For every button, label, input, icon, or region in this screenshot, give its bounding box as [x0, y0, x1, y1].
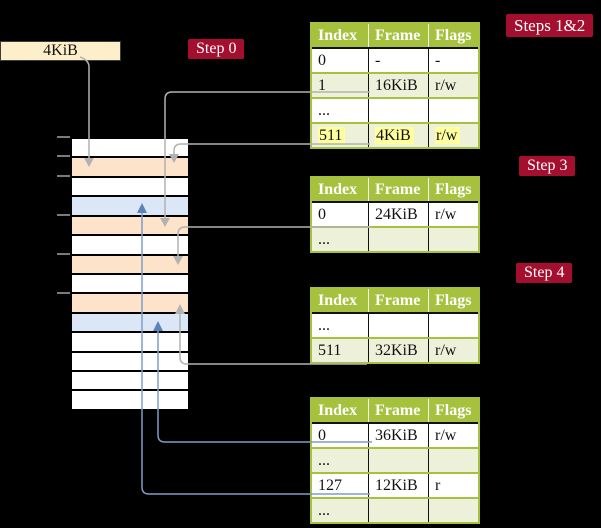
memory-frame-row — [72, 139, 188, 157]
cell-frame: 36KiB — [368, 424, 428, 447]
cell-frame: - — [368, 49, 428, 72]
memory-frame-row — [72, 175, 188, 196]
memory-frame-row — [72, 214, 188, 235]
cell-frame — [368, 449, 428, 472]
memory-tick — [57, 155, 70, 157]
page-table-level4: Index Frame Flags 0 36KiB r/w ... 127 12… — [310, 397, 480, 524]
memory-tick — [57, 136, 70, 138]
cell-frame: 32KiB — [368, 339, 428, 362]
cell-frame — [368, 99, 428, 122]
column-header-flags: Flags — [428, 24, 478, 47]
memory-frame-row — [72, 331, 188, 351]
cell-index: ... — [318, 452, 330, 469]
table-row: 0 - - — [312, 49, 478, 72]
badge-step-4: Step 4 — [516, 263, 573, 283]
table-row: 0 36KiB r/w — [312, 424, 478, 447]
highlight-mark: r/w — [435, 127, 461, 144]
frame-size-label: 4KiB — [0, 41, 121, 61]
table-header-row: Index Frame Flags — [312, 289, 478, 314]
table-row: ... — [312, 314, 478, 337]
page-table-level1: Index Frame Flags 0 - - 1 16KiB r/w ... … — [310, 22, 480, 149]
cell-index: 0 — [318, 206, 326, 223]
cell-flags: r/w — [428, 339, 478, 362]
cell-frame — [368, 499, 428, 522]
column-header-frame: Frame — [368, 24, 428, 47]
highlight-mark: 4KiB — [375, 127, 414, 144]
badge-step-3: Step 3 — [519, 156, 576, 176]
cell-frame: 24KiB — [368, 203, 428, 226]
table-header-row: Index Frame Flags — [312, 399, 478, 424]
page-table-level3: Index Frame Flags ... 511 32KiB r/w — [310, 287, 480, 364]
cell-index: 127 — [318, 477, 342, 494]
memory-frame-row — [72, 292, 188, 312]
column-header-flags: Flags — [428, 178, 478, 201]
cell-frame: 4KiB — [368, 124, 428, 147]
cell-flags — [428, 449, 478, 472]
memory-frame-row — [72, 156, 188, 176]
memory-frame-row — [72, 350, 188, 371]
memory-frame-row — [72, 253, 188, 273]
cell-flags — [428, 499, 478, 522]
memory-frame-row — [72, 195, 188, 215]
memory-frame-row — [72, 311, 188, 332]
cell-index: ... — [318, 102, 330, 119]
badge-steps-1-2: Steps 1&2 — [506, 14, 594, 37]
table-header-row: Index Frame Flags — [312, 178, 478, 203]
table-header-row: Index Frame Flags — [312, 24, 478, 49]
memory-frame-row — [72, 370, 188, 390]
table-row: ... — [312, 447, 478, 472]
table-row: 1 16KiB r/w — [312, 72, 478, 97]
cell-flags — [428, 99, 478, 122]
memory-frame-row — [72, 389, 188, 409]
table-row: ... — [312, 497, 478, 522]
column-header-flags: Flags — [428, 289, 478, 312]
memory-tick — [57, 253, 70, 255]
cell-index: 511 — [318, 342, 342, 359]
table-row: ... — [312, 226, 478, 251]
cell-flags: - — [428, 49, 478, 72]
cell-flags: r/w — [428, 124, 478, 147]
cell-index: 1 — [318, 77, 326, 94]
memory-frame-row — [72, 234, 188, 254]
column-header-frame: Frame — [368, 289, 428, 312]
cell-flags: r/w — [428, 74, 478, 97]
cell-frame — [368, 228, 428, 251]
cell-index: 0 — [318, 52, 326, 69]
table-row: 0 24KiB r/w — [312, 203, 478, 226]
highlight-mark: 511 — [318, 127, 346, 144]
cell-frame: 16KiB — [368, 74, 428, 97]
cell-index: 0 — [318, 427, 326, 444]
cell-index: ... — [318, 502, 330, 519]
table-row: 127 12KiB r — [312, 472, 478, 497]
cell-frame — [368, 314, 428, 337]
column-header-index: Index — [318, 181, 358, 198]
table-row-highlighted: 511 4KiB r/w — [312, 122, 478, 147]
badge-step-0: Step 0 — [188, 39, 245, 59]
column-header-frame: Frame — [368, 399, 428, 422]
memory-frame-row — [72, 272, 188, 293]
cell-flags — [428, 228, 478, 251]
cell-index: 511 — [312, 124, 368, 147]
cell-index: ... — [318, 317, 330, 334]
cell-index: ... — [318, 231, 330, 248]
memory-tick — [57, 175, 70, 177]
column-header-index: Index — [318, 27, 358, 44]
cell-flags: r — [428, 474, 478, 497]
cell-flags — [428, 314, 478, 337]
column-header-frame: Frame — [368, 178, 428, 201]
cell-flags: r/w — [428, 203, 478, 226]
page-table-level2: Index Frame Flags 0 24KiB r/w ... — [310, 176, 480, 253]
memory-tick — [57, 214, 70, 216]
column-header-index: Index — [318, 292, 358, 309]
memory-tick — [57, 292, 70, 294]
column-header-index: Index — [318, 402, 358, 419]
cell-flags: r/w — [428, 424, 478, 447]
column-header-flags: Flags — [428, 399, 478, 422]
cell-frame: 12KiB — [368, 474, 428, 497]
table-row: 511 32KiB r/w — [312, 337, 478, 362]
table-row: ... — [312, 97, 478, 122]
physical-memory-column — [70, 137, 190, 411]
